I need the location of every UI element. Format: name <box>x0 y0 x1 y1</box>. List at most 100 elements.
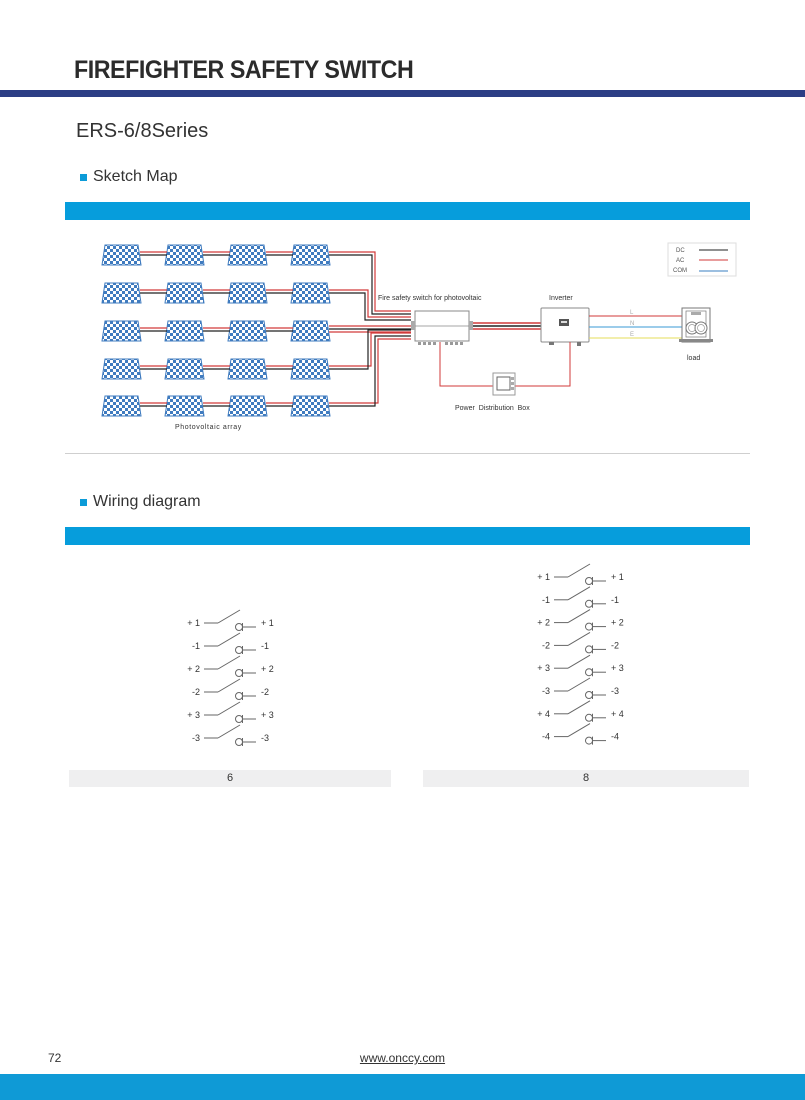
pole-label-out: -2 <box>611 640 619 650</box>
line-label-l: L <box>630 310 634 316</box>
solar-panel-icon <box>290 395 331 417</box>
page-number: 72 <box>48 1051 62 1065</box>
contact-icon <box>235 692 243 700</box>
contact-icon <box>585 691 593 699</box>
switch-pole: + 3 + 3 <box>187 701 274 723</box>
section-heading-wiring: Wiring diagram <box>80 493 201 511</box>
contact-icon <box>585 577 593 585</box>
contact-icon <box>235 623 243 631</box>
pole-label-out: + 3 <box>611 663 624 673</box>
switch-pole: -3 -3 <box>192 724 269 746</box>
switch-pole: -3 -3 <box>542 677 619 699</box>
contact-icon <box>235 738 243 746</box>
switch-pole: + 2+ 2 <box>187 655 274 677</box>
pole-label-in: + 2 <box>537 618 550 628</box>
solar-panel-icon <box>290 244 331 266</box>
wiring-diagram-6: + 1+ 1-1-1+ 2+ 2-2-2+ 3+ 3-3-3 <box>187 609 274 746</box>
section-title: Sketch Map <box>93 168 178 185</box>
pole-label-in: -3 <box>192 733 200 743</box>
dc-trunk-wire <box>329 338 411 404</box>
solar-panel-icon <box>101 395 142 417</box>
load-appliance-icon <box>679 307 713 343</box>
switch-pole: + 3 + 3 <box>537 654 624 677</box>
contact-icon <box>585 713 593 722</box>
pdb-label: Power Distribution Box <box>455 405 530 412</box>
contact-icon <box>585 599 593 608</box>
solar-panel-icon <box>227 282 268 304</box>
contact-icon <box>235 646 243 654</box>
switch-pole: -4-4 <box>542 723 619 745</box>
caption-8: 8 <box>423 770 749 787</box>
load-label: load <box>687 355 700 362</box>
divider <box>65 453 750 454</box>
inverter <box>540 307 590 346</box>
fire-safety-switch <box>411 310 473 345</box>
solar-panel-icon <box>101 320 142 342</box>
section-bar-sketch <box>65 202 750 220</box>
bullet-square-icon <box>80 498 87 506</box>
pole-label-in: + 1 <box>537 572 550 582</box>
dc-trunk-wire <box>329 335 411 407</box>
switch-pole: + 2 + 2 <box>537 609 624 631</box>
solar-panel-icon <box>227 395 268 417</box>
switch-pole: + 1+ 1 <box>187 609 274 631</box>
solar-panel-icon <box>101 282 142 304</box>
dc-trunk-wire <box>329 251 411 312</box>
wire-legend: DC AC COM <box>667 242 737 277</box>
switch-pole: -1-1 <box>542 586 619 608</box>
caption-6: 6 <box>69 770 391 787</box>
dc-trunk-wire <box>329 254 411 315</box>
pole-label-out: + 1 <box>261 618 274 628</box>
contact-icon <box>585 645 593 654</box>
solar-panel-icon <box>290 320 331 342</box>
page-title: FIREFIGHTER SAFETY SWITCH <box>74 56 414 84</box>
contact-icon <box>235 669 243 677</box>
pole-label-out: + 4 <box>611 709 624 719</box>
solar-panel-icon <box>101 358 142 380</box>
pole-label-out: + 2 <box>611 618 624 628</box>
switch-pole: -2 -2 <box>542 631 619 654</box>
pole-label-in: + 3 <box>187 710 200 720</box>
legend-label-ac: AC <box>676 258 685 264</box>
solar-panel-icon <box>164 282 205 304</box>
pole-label-out: + 1 <box>611 572 624 582</box>
power-distribution-box <box>492 372 516 396</box>
contact-icon <box>585 736 593 745</box>
website-link[interactable]: www.onccy.com <box>359 1051 446 1065</box>
section-bar-wiring <box>65 527 750 545</box>
dc-trunk-wire <box>329 289 411 318</box>
switch-pole: -2 -2 <box>192 678 269 700</box>
solar-panel-icon <box>227 244 268 266</box>
section-heading-sketch: Sketch Map <box>80 168 177 186</box>
solar-panel-icon <box>164 244 205 266</box>
pole-label-out: + 3 <box>261 710 274 720</box>
footer-bar <box>0 1074 805 1100</box>
pole-label-in: -1 <box>542 595 550 605</box>
legend-label-dc: DC <box>676 248 685 254</box>
pole-label-in: -3 <box>542 686 550 696</box>
pole-label-out: -3 <box>261 733 269 743</box>
pole-label-out: + 2 <box>261 664 274 674</box>
pole-label-in: + 4 <box>537 709 550 719</box>
solar-panel-icon <box>164 395 205 417</box>
legend-label-com: COM <box>673 268 687 274</box>
switch-pole: + 4 + 4 <box>537 700 624 722</box>
line-label-e: E <box>630 332 634 338</box>
pole-label-out: -2 <box>261 687 269 697</box>
switch-label: Fire safety switch for photovoltaic <box>378 295 482 302</box>
pole-label-in: -2 <box>192 687 200 697</box>
dc-trunk-wire <box>329 292 411 321</box>
wiring-diagram-8: + 1 + 1 -1-1 + 2 + 2 -2 -2 + 3 + 3 -3 -3 + 4 + 4 -4-4 <box>537 563 624 745</box>
inverter-label: Inverter <box>549 295 573 302</box>
pole-label-in: -2 <box>542 640 550 650</box>
series-title: ERS-6/8Series <box>76 120 209 142</box>
solar-panel-icon <box>227 358 268 380</box>
pole-label-out: -1 <box>261 641 269 651</box>
contact-icon <box>585 622 593 631</box>
solar-panel-icon <box>290 282 331 304</box>
contact-icon <box>585 668 593 677</box>
pole-label-out: -3 <box>611 686 619 696</box>
pole-label-in: + 3 <box>537 663 550 673</box>
array-label: Photovoltaic array <box>175 424 242 431</box>
header-rule <box>0 90 805 97</box>
